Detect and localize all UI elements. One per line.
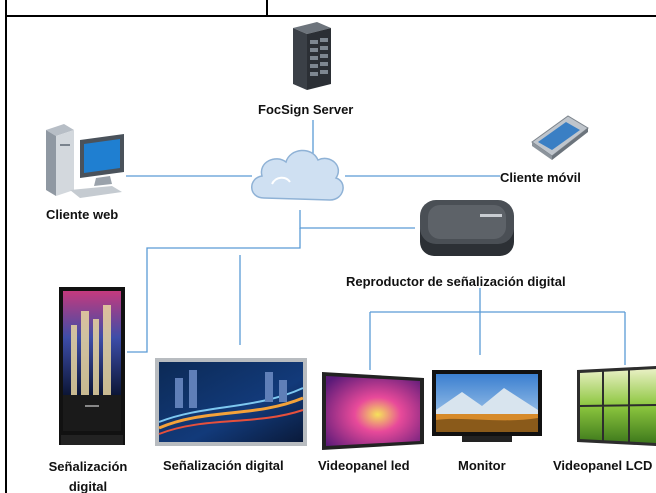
player-node [412,196,522,267]
led-panel-node [318,368,428,455]
monitor-label: Monitor [458,458,506,473]
lcd-wall-label: Videopanel LCD [553,458,653,473]
table-frame [5,0,656,493]
kiosk-label: Señalización digital [48,459,128,493]
web-client-node [40,120,130,207]
player-label: Reproductor de señalización digital [346,274,566,289]
web-client-label: Cliente web [46,207,119,222]
wide-display-label: Señalización digital [163,458,284,473]
cloud-icon [251,149,344,201]
monitor-node [432,370,542,451]
server-node [287,20,337,97]
link-cloud-down [127,228,301,353]
led-panel-icon [322,372,424,450]
server-icon [293,22,331,90]
wide-display-node [155,358,307,455]
cloud-node [246,140,346,220]
mobile-phone-icon [531,115,589,160]
led-panel-label: Videopanel led [318,458,410,473]
lcd-wall-node [573,366,656,451]
mobile-client-node [528,112,594,169]
video-wall-icon [577,366,656,446]
media-player-icon [420,200,514,256]
wide-display-icon [155,358,307,446]
kiosk-node [57,285,129,452]
table-divider [5,15,656,17]
table-column-divider [266,0,268,16]
monitor-icon [432,370,542,442]
kiosk-display-icon [59,287,125,445]
server-label: FocSign Server [258,102,354,117]
desktop-pc-icon [46,124,124,198]
mobile-client-label: Cliente móvil [500,170,581,185]
